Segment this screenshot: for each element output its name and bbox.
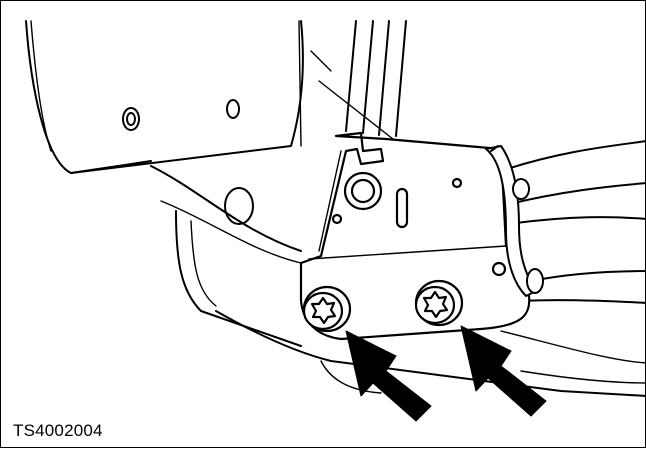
lower-frame <box>150 165 646 397</box>
bracket-plate <box>299 131 531 341</box>
torx-bolt-icon <box>302 285 352 333</box>
housing <box>25 20 304 174</box>
figure-caption: TS4002004 <box>13 421 103 440</box>
arrow-icon <box>345 330 432 422</box>
torx-bolt-icon <box>414 279 464 327</box>
hose-clamp <box>485 145 544 297</box>
arrow-icon <box>460 325 547 417</box>
